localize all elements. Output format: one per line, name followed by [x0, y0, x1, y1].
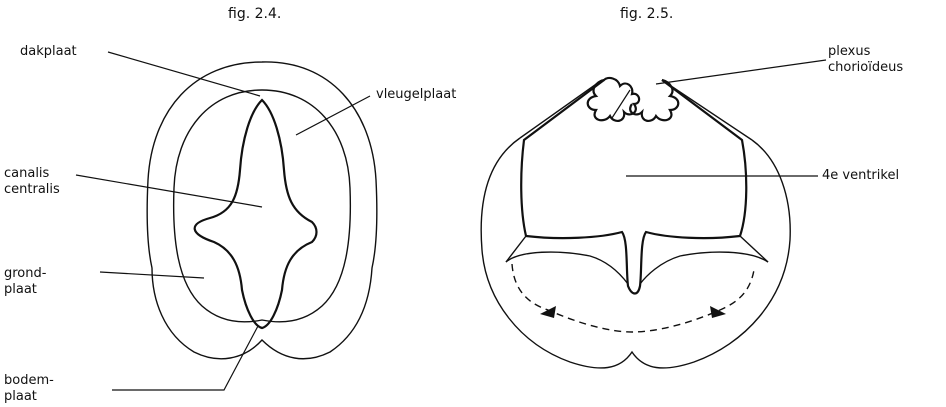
medulla-outer-contour: [481, 138, 790, 368]
label-4e-ventrikel: 4e ventrikel: [822, 168, 899, 183]
label-chorioideus: chorioïdeus: [828, 60, 903, 75]
canalis-centralis-leader: [76, 175, 262, 207]
ventricle-floor: [526, 232, 740, 294]
dashed-arrow-path: [512, 264, 754, 332]
floor-edge-right: [740, 236, 768, 262]
lateral-recess-outline: [506, 252, 768, 284]
floor-edge-left: [506, 236, 526, 262]
bodemplaat-leader: [112, 326, 258, 390]
label-plexus: plexus: [828, 44, 870, 59]
label-bodem-plaat: plaat: [4, 389, 37, 404]
label-grond: grond-: [4, 266, 46, 281]
label-dakplaat: dakplaat: [20, 44, 77, 59]
label-centralis: centralis: [4, 182, 60, 197]
arrowhead-left: [540, 306, 556, 318]
grey-matter-contour: [174, 90, 351, 322]
label-bodem: bodem-: [4, 373, 54, 388]
label-vleugelplaat: vleugelplaat: [376, 87, 456, 102]
ventricle-wall-left: [521, 80, 604, 236]
label-canalis: canalis: [4, 166, 49, 181]
dakplaat-leader: [108, 52, 260, 96]
ventricle-wall-right: [662, 80, 746, 236]
spinal-cord-outer-contour: [147, 62, 377, 359]
label-grond-plaat: plaat: [4, 282, 37, 297]
plexus-chorioideus-folds: [588, 78, 679, 121]
plexus-leader: [656, 60, 826, 84]
